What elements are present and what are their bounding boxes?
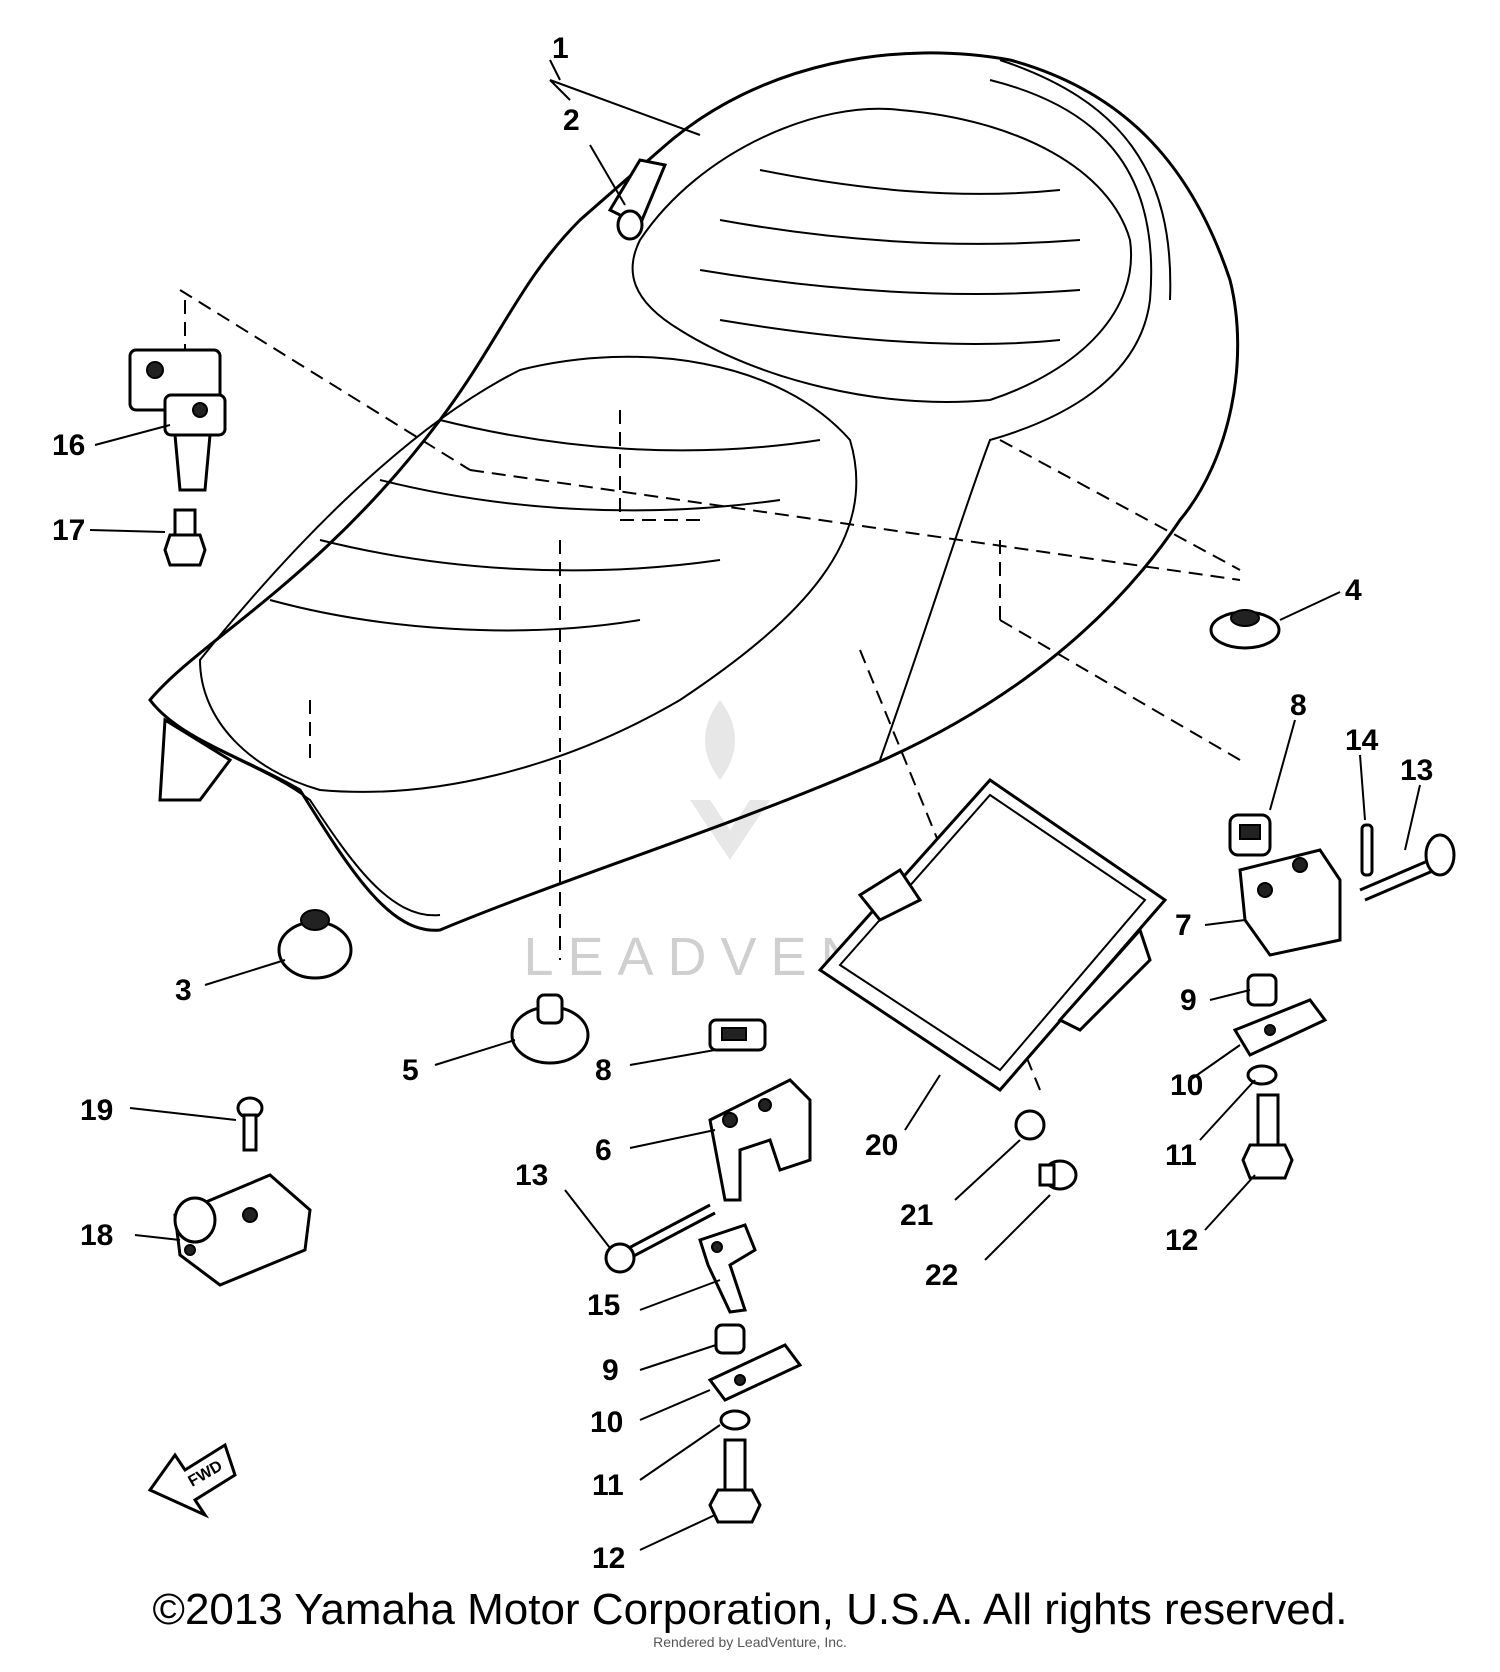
forward-arrow-icon: FWD — [147, 1442, 237, 1519]
damper-5-part — [510, 993, 590, 1065]
callout-5: 5 — [402, 1054, 419, 1087]
bracket-15-part — [698, 1223, 757, 1314]
bolt-12-right — [1241, 1093, 1294, 1180]
callout-7: 7 — [1175, 909, 1192, 942]
callout-15: 15 — [587, 1289, 620, 1322]
seat-assembly — [148, 51, 1241, 1091]
copyright-notice: ©2013 Yamaha Motor Corporation, U.S.A. A… — [152, 1585, 1348, 1634]
damper-4-part — [1209, 609, 1281, 650]
callout-3: 3 — [175, 974, 192, 1007]
callout-19: 19 — [80, 1094, 113, 1127]
nut-21-part — [1014, 1109, 1046, 1141]
bracket-clip-8-center — [708, 1018, 767, 1052]
callout-11-center: 11 — [592, 1469, 624, 1502]
bolt-13-center — [604, 1203, 716, 1274]
callout-6: 6 — [595, 1134, 612, 1167]
bracket-clip-8-right — [1228, 813, 1272, 857]
callout-4: 4 — [1345, 574, 1362, 607]
callout-8-right: 8 — [1290, 689, 1307, 722]
callout-9-center: 9 — [602, 1354, 619, 1387]
callout-22: 22 — [925, 1259, 958, 1292]
screw-19-part — [236, 1096, 264, 1152]
callout-12-center: 12 — [592, 1542, 625, 1575]
callout-2: 2 — [563, 104, 580, 137]
callout-9-right: 9 — [1180, 984, 1197, 1017]
collar-9-right — [1246, 973, 1278, 1007]
washer-11-center — [719, 1409, 751, 1431]
callout-20: 20 — [865, 1129, 898, 1162]
callout-12-right: 12 — [1165, 1224, 1198, 1257]
bolt-13-right — [1359, 833, 1456, 902]
seat-lock-part — [128, 300, 227, 492]
tray-20-part — [817, 778, 1168, 1092]
callout-8-center: 8 — [595, 1054, 612, 1087]
callout-13-center: 13 — [515, 1159, 548, 1192]
callout-10-center: 10 — [590, 1406, 623, 1439]
washer-11-right — [1246, 1064, 1278, 1086]
callout-16: 16 — [52, 429, 85, 462]
plate-10-center — [707, 1343, 803, 1402]
hinge-6-part — [708, 1078, 812, 1202]
callout-18: 18 — [80, 1219, 113, 1252]
callout-17: 17 — [52, 514, 85, 547]
pin-14-part — [1360, 823, 1374, 877]
callout-13-right: 13 — [1400, 754, 1433, 787]
callout-14: 14 — [1345, 724, 1379, 757]
callout-labels: 1 2 16 17 4 8 14 13 7 3 5 8 6 20 9 10 11… — [52, 32, 1433, 1575]
bolt-12-center — [708, 1438, 762, 1524]
watermark-logo — [690, 700, 770, 860]
lock-bolt-part — [163, 508, 207, 567]
callout-10-right: 10 — [1170, 1069, 1203, 1102]
screw-22-part — [1038, 1159, 1078, 1191]
callout-1: 1 — [552, 32, 569, 65]
leader-lines — [89, 59, 1421, 1551]
lock-body-18-part — [173, 1173, 312, 1287]
damper-3-part — [277, 909, 353, 980]
callout-21: 21 — [900, 1199, 933, 1232]
collar-9-center — [714, 1323, 746, 1355]
rendered-by-notice: Rendered by LeadVenture, Inc. — [653, 1634, 847, 1650]
callout-11-right: 11 — [1165, 1139, 1197, 1172]
plate-10-right — [1232, 998, 1328, 1057]
hinge-7-part — [1238, 848, 1342, 957]
